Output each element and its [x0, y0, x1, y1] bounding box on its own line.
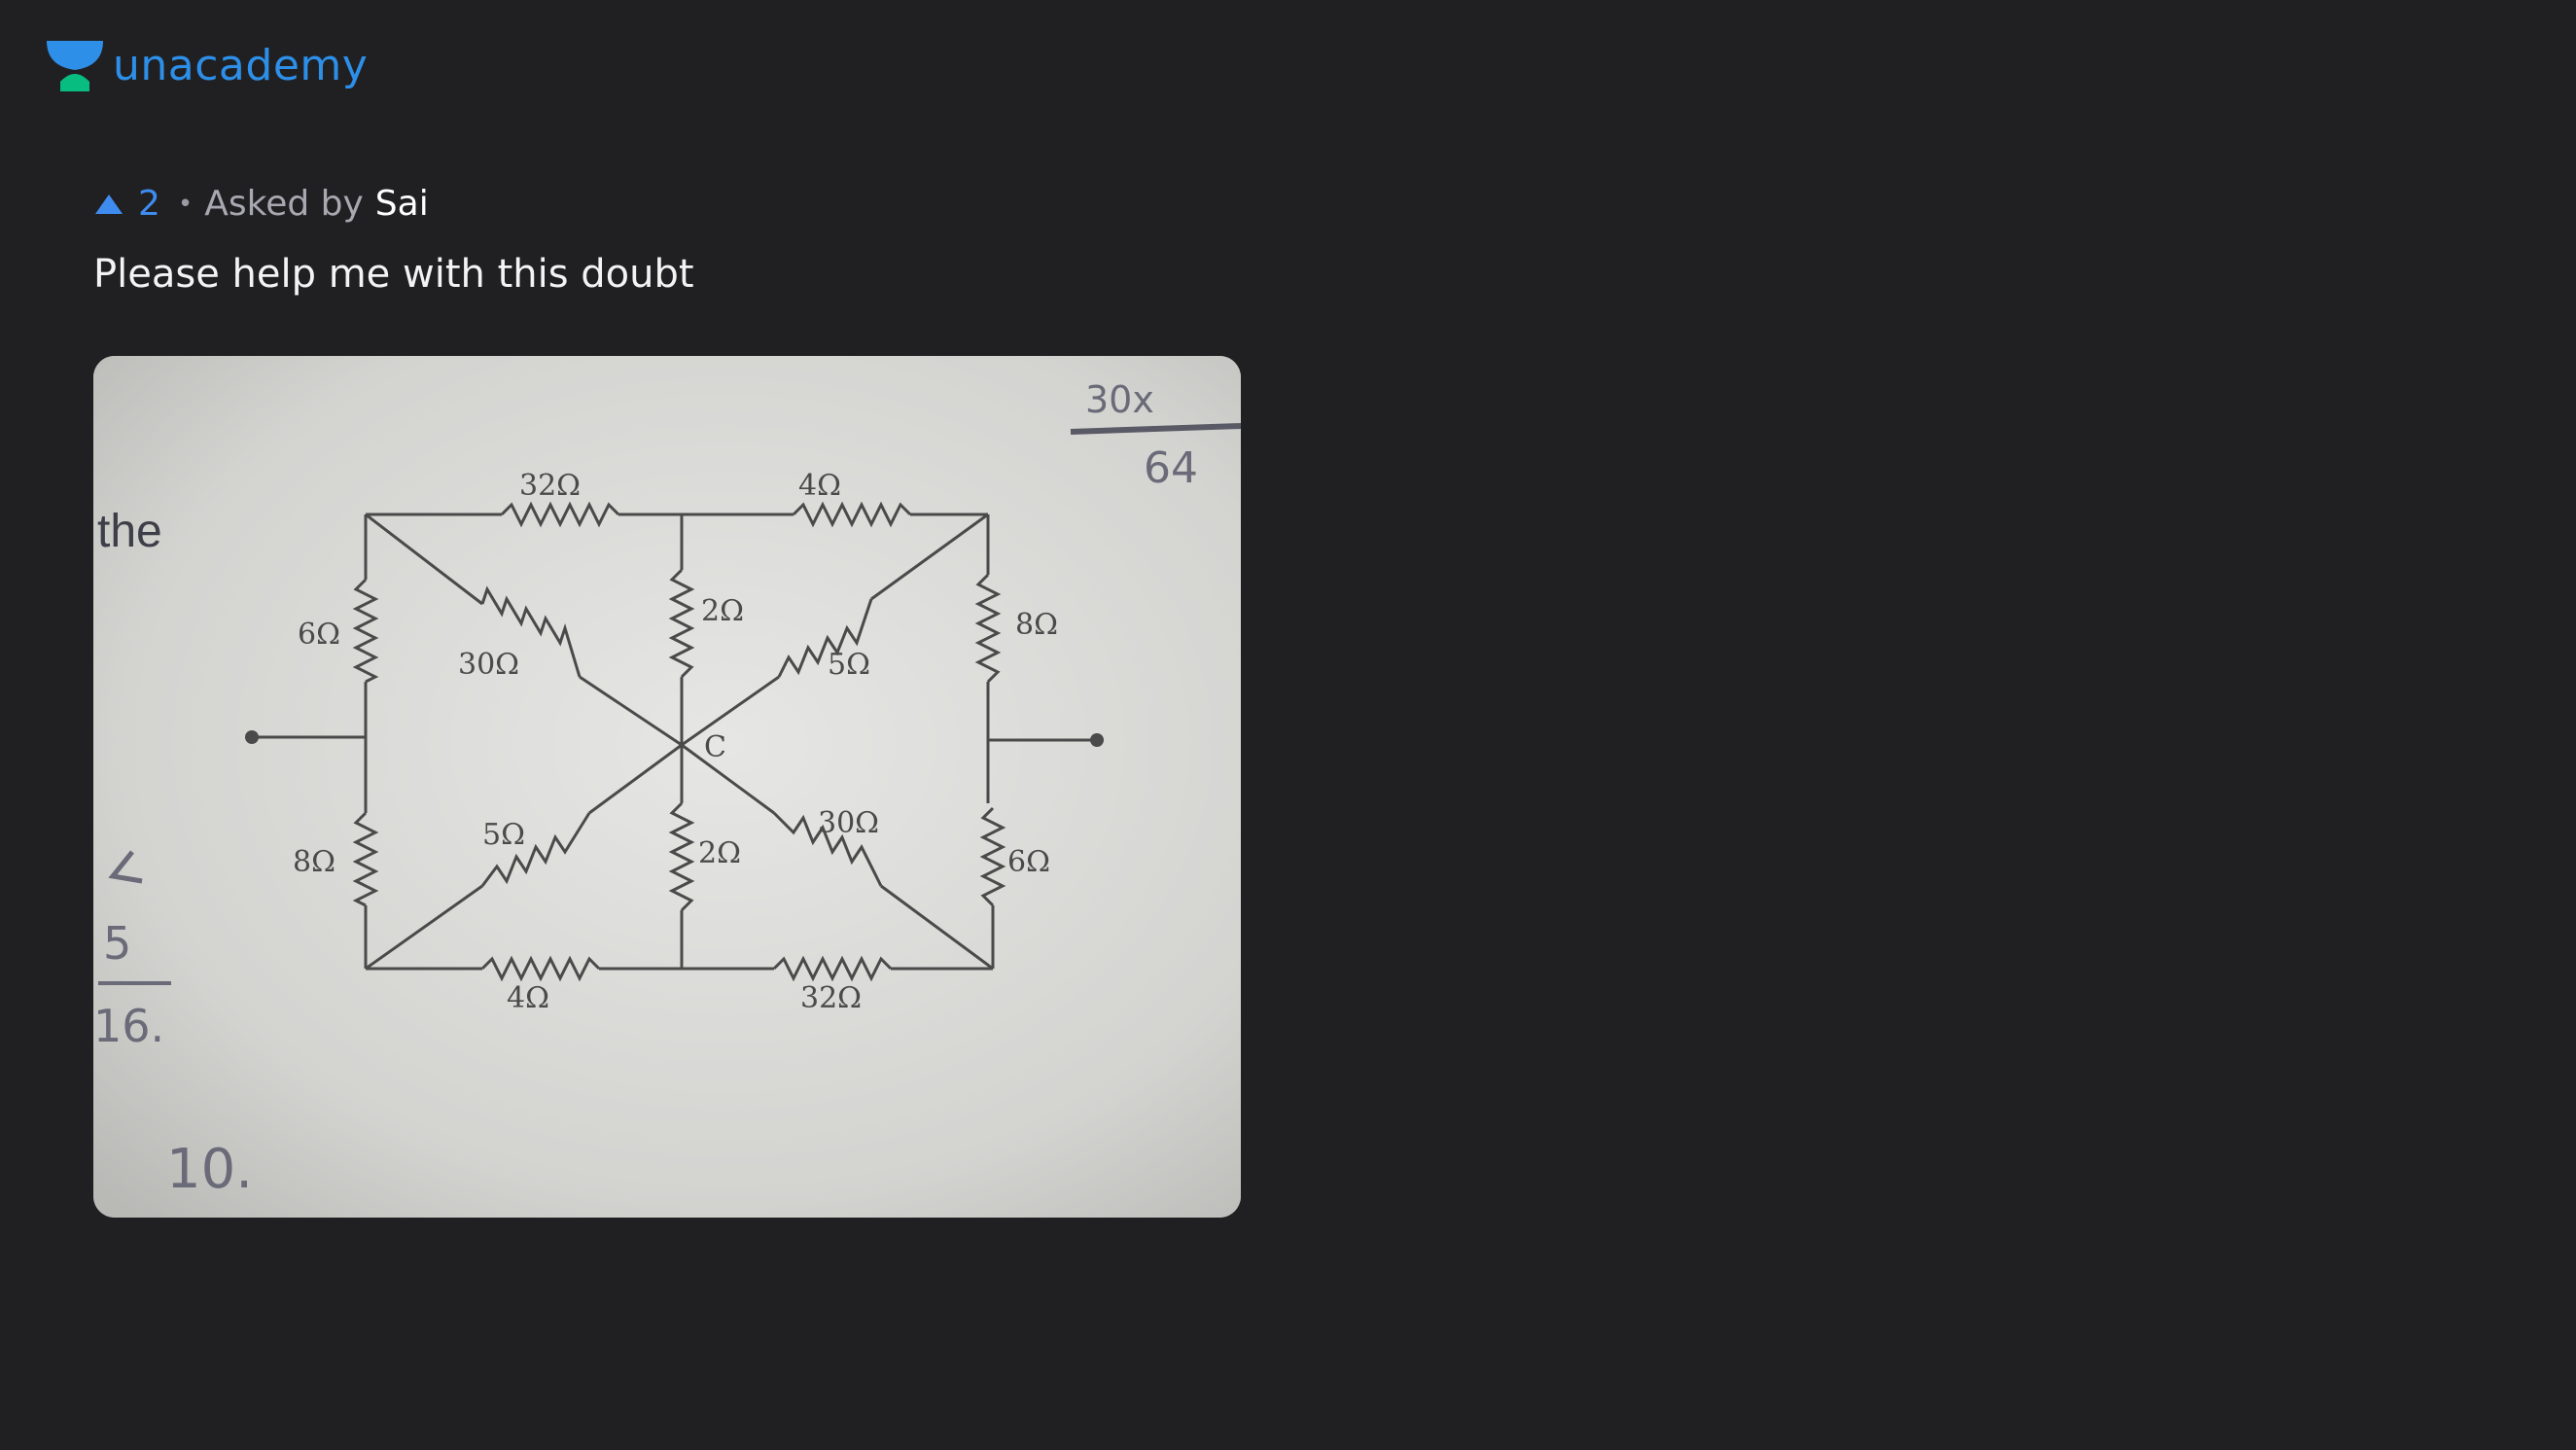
upvote-triangle-icon: [95, 195, 123, 214]
label-right-upper: 8Ω: [1015, 608, 1058, 642]
unacademy-mark-icon: [47, 41, 103, 91]
left-terminal: [245, 730, 259, 744]
label-center-upper: 2Ω: [701, 594, 744, 628]
question-text: Please help me with this doubt: [93, 252, 694, 297]
node-c-label: C: [704, 730, 726, 764]
label-center-lower: 2Ω: [698, 836, 741, 870]
circuit-wires: [254, 513, 1095, 971]
unacademy-logo[interactable]: unacademy: [45, 37, 368, 95]
label-bottom-left: 4Ω: [507, 981, 549, 1015]
author-name[interactable]: Sai: [374, 184, 429, 224]
resistor-zigzags: [352, 501, 1006, 982]
label-top-right: 4Ω: [798, 469, 841, 503]
handwritten-top: 30x: [1085, 378, 1154, 421]
right-terminal: [1090, 733, 1104, 747]
asked-by-label: Asked by: [204, 184, 364, 224]
brand-name: unacademy: [113, 41, 369, 90]
left-margin-note: the: [97, 506, 162, 557]
handwritten-fraction-num: 5: [103, 917, 131, 970]
label-diag-bl: 5Ω: [482, 818, 525, 852]
label-top-left: 32Ω: [519, 469, 581, 503]
label-diag-br: 30Ω: [818, 806, 879, 840]
label-diag-tl: 30Ω: [458, 648, 519, 682]
circuit-photo: 32Ω 4Ω 6Ω 8Ω 8Ω 6Ω 2Ω 2Ω 30Ω 5Ω 5Ω 30Ω 4…: [93, 356, 1241, 1218]
handwritten-fraction-den: 16.: [93, 1000, 164, 1052]
handwritten-top-under: 64: [1144, 443, 1198, 493]
resistor-labels: 32Ω 4Ω 6Ω 8Ω 8Ω 6Ω 2Ω 2Ω 30Ω 5Ω 5Ω 30Ω 4…: [293, 469, 1058, 1015]
label-left-lower: 8Ω: [293, 845, 335, 879]
handwritten-bottom: 10.: [166, 1138, 253, 1201]
label-left-upper: 6Ω: [298, 618, 340, 652]
label-right-lower: 6Ω: [1007, 845, 1050, 879]
question-attachment-image[interactable]: 32Ω 4Ω 6Ω 8Ω 8Ω 6Ω 2Ω 2Ω 30Ω 5Ω 5Ω 30Ω 4…: [93, 356, 1241, 1218]
label-diag-tr: 5Ω: [828, 648, 870, 682]
upvote-count: 2: [138, 184, 160, 224]
label-bottom-right: 32Ω: [800, 981, 862, 1015]
question-meta: 2 • Asked by Sai: [93, 187, 429, 222]
meta-separator: •: [177, 190, 194, 219]
upvote-button[interactable]: 2: [93, 187, 160, 222]
handwritten-notes: the 30x 64 5 16. 10.: [93, 378, 1241, 1201]
